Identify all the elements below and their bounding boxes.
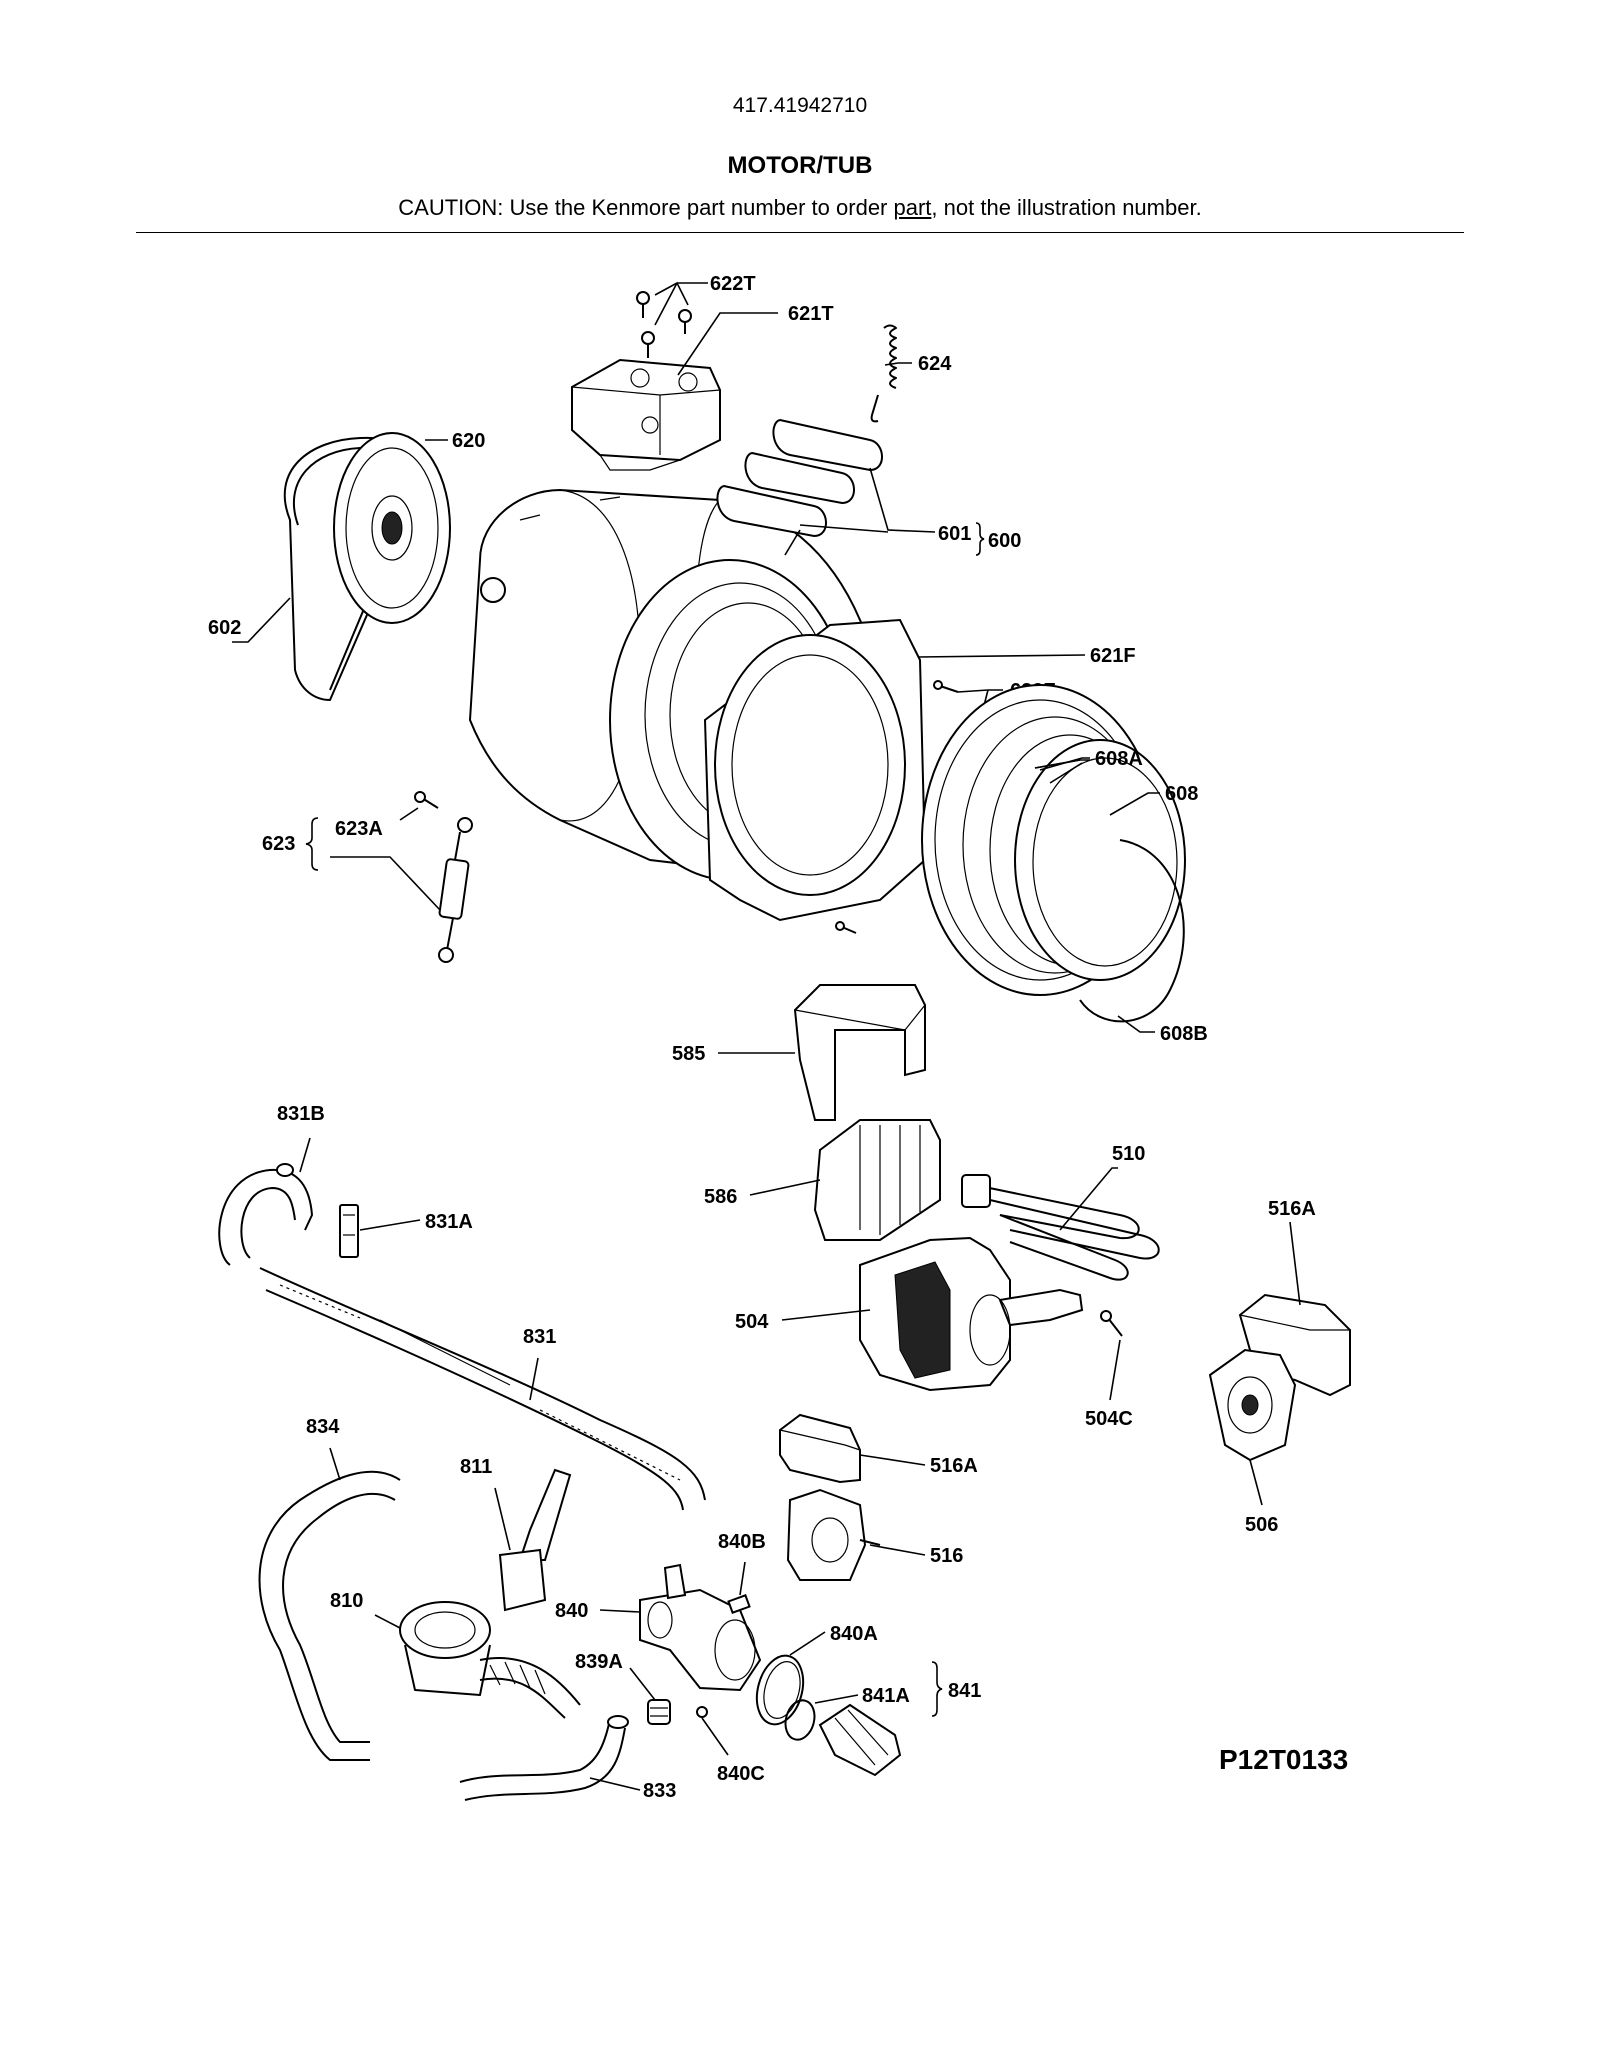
callout-602: 602 [208,617,241,639]
caution-text-end: , not the illustration number. [931,195,1202,220]
heater-510-part[interactable] [961,1174,1160,1281]
callout-831: 831 [523,1326,556,1348]
callout-608A: 608A [1095,748,1143,770]
motor-504-part[interactable] [859,1236,1084,1392]
callout-831A: 831A [425,1211,473,1233]
caution-text-start: CAUTION: Use the Kenmore part number to … [398,195,894,220]
motor-control-586-part[interactable] [813,1119,941,1241]
callout-839A: 839A [575,1651,623,1673]
clip-840B-part[interactable] [727,1594,751,1614]
air-trap-811-part[interactable] [498,1468,572,1612]
hose-833-part[interactable] [459,1715,629,1801]
callout-516A-right: 516A [1268,1198,1316,1220]
section-title: MOTOR/TUB [727,152,873,179]
callout-506: 506 [1245,1514,1278,1536]
clamp-608B-part[interactable] [1079,839,1185,1023]
drain-pump-506-part[interactable] [1208,1348,1297,1462]
callout-810: 810 [330,1590,363,1612]
callout-834: 834 [306,1416,340,1438]
hose-834-part[interactable] [258,1470,401,1761]
screw-622T-part[interactable] [636,291,692,358]
callout-510: 510 [1112,1143,1145,1165]
sump-810-part[interactable] [399,1601,581,1719]
plug-840C-part[interactable] [696,1706,708,1718]
callout-841A: 841A [862,1685,910,1707]
callout-585: 585 [672,1043,705,1065]
pump-housing-840-part[interactable] [639,1563,762,1692]
gasket-840A-part[interactable] [750,1650,811,1729]
callout-622T: 622T [710,273,756,295]
callout-840A: 840A [830,1623,878,1645]
part-link[interactable]: part [893,195,932,220]
callout-620: 620 [452,430,485,452]
drain-hose-831-part[interactable] [259,1267,706,1511]
counterweight-621T-part[interactable] [571,358,721,471]
callout-840B: 840B [718,1531,766,1553]
hose-831B-part[interactable] [218,1163,313,1266]
callout-840: 840 [555,1600,588,1622]
header-divider [136,232,1464,233]
front-counterweight-621F-part[interactable] [703,618,927,922]
callout-516: 516 [930,1545,963,1567]
drum-paddles-601-part[interactable] [716,418,883,538]
callout-840C: 840C [717,1763,765,1785]
callout-608: 608 [1165,783,1198,805]
callout-504C: 504C [1085,1408,1133,1430]
callout-608B: 608B [1160,1023,1208,1045]
callout-516A-mid: 516A [930,1455,978,1477]
pump-516-part[interactable] [786,1488,881,1581]
callout-623: 623 [262,833,295,855]
drain-filter-841-part[interactable] [818,1703,902,1777]
module-cover-585-part[interactable] [793,984,926,1121]
callout-601: 601 [938,523,971,545]
callout-624: 624 [918,353,952,375]
shock-absorber-623-part[interactable] [438,817,473,963]
callout-621T: 621T [788,303,834,325]
shock-pin-623A-part[interactable] [414,791,439,809]
callout-831B: 831B [277,1103,325,1125]
callout-586: 586 [704,1186,737,1208]
diagram-code: P12T0133 [1219,1744,1349,1775]
callout-841: 841 [948,1680,981,1702]
pulley-620-part[interactable] [333,432,451,624]
callout-833: 833 [643,1780,676,1802]
o-ring-841A-part[interactable] [781,1697,818,1743]
pump-cover-516A-mid-part[interactable] [779,1413,861,1484]
callout-621F: 621F [1090,645,1136,667]
callout-811: 811 [460,1456,492,1478]
fitting-839A-part[interactable] [647,1699,671,1725]
callout-623A: 623A [335,818,383,840]
callout-504: 504 [735,1311,769,1333]
callout-600: 600 [988,530,1021,552]
model-number: 417.41942710 [732,94,868,117]
spring-624-part[interactable] [870,324,897,423]
screw-504C-part[interactable] [1100,1310,1123,1337]
caution-note: CAUTION: Use the Kenmore part number to … [0,195,1600,221]
door-seal-608-part[interactable] [921,684,1186,996]
clip-831A-part[interactable] [339,1204,359,1258]
